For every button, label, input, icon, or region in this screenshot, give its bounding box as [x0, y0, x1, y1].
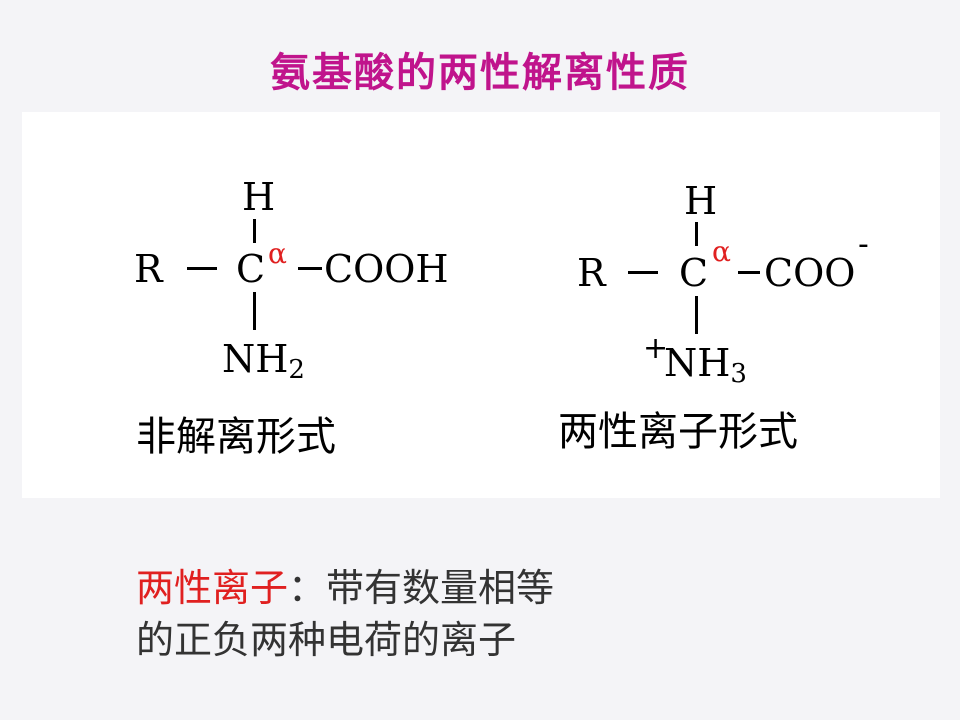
left-cooh-group: COOH [324, 247, 449, 291]
right-bond-r [628, 271, 658, 274]
definition-text: 两性离子：带有数量相等 的正负两种电荷的离子 [136, 562, 554, 666]
right-bond-nh3 [695, 296, 698, 334]
right-bond-coo [738, 271, 760, 274]
right-nh3-group: NH3 [664, 341, 747, 389]
left-nh2-group: NH2 [222, 337, 305, 385]
left-caption: 非解离形式 [136, 414, 336, 460]
right-r-group: R [577, 251, 606, 295]
right-positive-charge: + [643, 331, 669, 366]
left-bond-cooh [298, 267, 322, 270]
right-bond-h [695, 222, 698, 246]
left-r-group: R [134, 247, 163, 291]
structure-figure: H R C α COOH NH2 非解离形式 H R C α COO - + N… [22, 112, 940, 498]
right-coo-group: COO [764, 251, 856, 295]
definition-term: 两性离子 [136, 566, 289, 610]
page-title: 氨基酸的两性解离性质 [270, 49, 690, 96]
left-bond-r [187, 267, 217, 270]
left-h-atom: H [242, 175, 276, 219]
right-alpha-label: α [712, 235, 731, 268]
left-alpha-label: α [268, 237, 287, 270]
definition-line-2: 的正负两种电荷的离子 [136, 618, 517, 662]
left-bond-nh2 [253, 292, 256, 330]
left-bond-h [253, 219, 256, 243]
right-caption: 两性离子形式 [558, 409, 798, 455]
right-c-atom: C [679, 251, 709, 295]
definition-line1-rest: 带有数量相等 [326, 566, 555, 610]
right-negative-charge: - [858, 227, 869, 262]
definition-colon: ： [288, 566, 327, 610]
left-c-atom: C [236, 247, 266, 291]
right-h-atom: H [684, 179, 718, 223]
definition-line-1: 两性离子：带有数量相等 [136, 562, 554, 614]
